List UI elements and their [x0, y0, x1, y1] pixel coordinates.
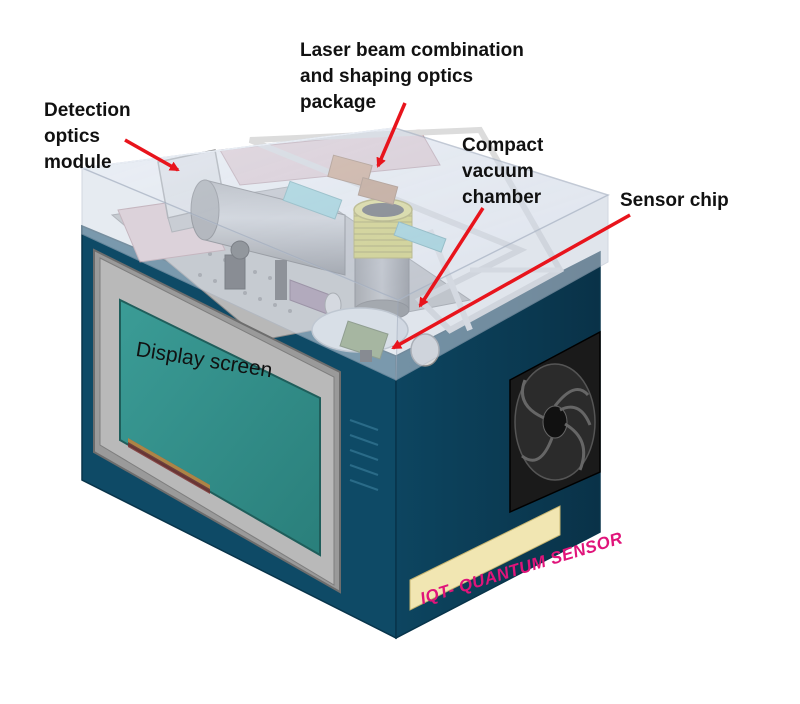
label-laser-optics: Laser beam combination and shaping optic… [300, 40, 524, 113]
arrow-vacuum [418, 207, 485, 308]
brand-plate [409, 505, 561, 611]
callout-arrows [124, 102, 631, 350]
label-vacuum-chamber: Compact vacuum chamber [462, 135, 544, 208]
arrow-sensor [391, 213, 631, 350]
label-detection-module: Detection optics module [44, 100, 131, 173]
display-unit [93, 248, 341, 594]
cooling-fan [509, 330, 601, 514]
arrow-laser [376, 102, 407, 168]
label-sensor-chip: Sensor chip [620, 190, 729, 211]
side-vents [349, 419, 379, 491]
arrow-detection [124, 138, 180, 172]
